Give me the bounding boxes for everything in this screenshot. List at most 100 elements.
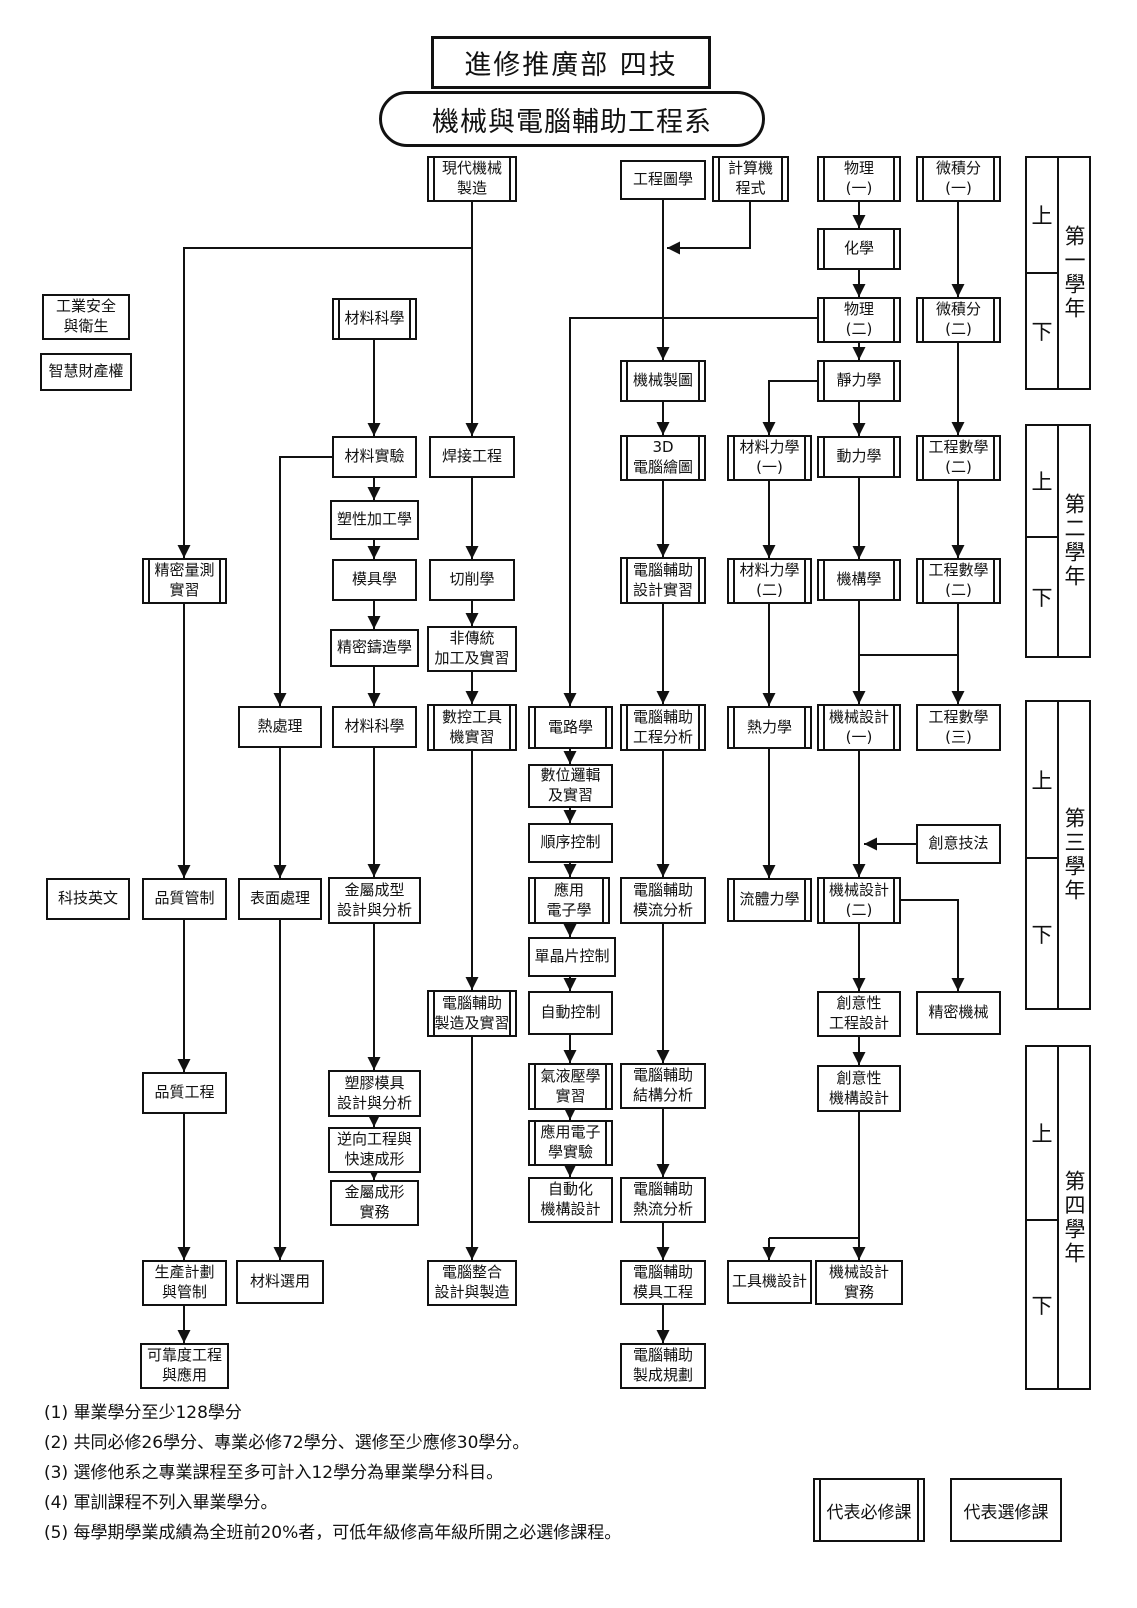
course-sequence-control: 順序控制 <box>528 823 613 863</box>
course-materials-science-2: 材料科學 <box>332 706 417 748</box>
course-applied-electronics-lab: 應用電子學實驗 <box>528 1120 613 1166</box>
legend-elective: 代表選修課 <box>950 1478 1062 1542</box>
edge <box>901 899 965 991</box>
course-creative-techniques: 創意技法 <box>916 824 1001 864</box>
course-ca-structural-analysis: 電腦輔助結構分析 <box>620 1063 706 1109</box>
department-name: 機械與電腦輔助工程系 <box>379 91 765 147</box>
course-quality-control: 品質管制 <box>142 878 227 920</box>
course-ca-moldflow: 電腦輔助模流分析 <box>620 877 706 924</box>
course-cutting: 切削學 <box>429 559 515 601</box>
course-surface-treatment: 表面處理 <box>238 878 322 920</box>
footnote-3: (3) 選修他系之專業課程至多可計入12學分為畢業學分科目。 <box>44 1463 504 1483</box>
edge <box>667 202 751 255</box>
year-band-2: 上下第二學年 <box>1025 424 1091 658</box>
course-non-traditional-machining: 非傳統加工及實習 <box>427 626 517 672</box>
footnote-2: (2) 共同必修26學分、專業必修72學分、選修至少應修30學分。 <box>44 1433 530 1453</box>
course-fluid-mechanics: 流體力學 <box>727 878 812 922</box>
footnote-5: (5) 每學期學業成績為全班前20%者，可低年級修高年級所開之必選修課程。 <box>44 1523 622 1543</box>
footnote-1: (1) 畢業學分至少128學分 <box>44 1403 242 1423</box>
edge <box>177 247 472 558</box>
course-mold-theory: 模具學 <box>332 559 417 601</box>
course-calculus-2: 微積分(二) <box>916 297 1001 343</box>
course-cnc-machine-practice: 數控工具機實習 <box>427 704 517 751</box>
course-intellectual-property: 智慧財產權 <box>40 353 132 391</box>
course-eng-math-3: 工程數學(三) <box>916 704 1001 751</box>
footnotes: (1) 畢業學分至少128學分 (2) 共同必修26學分、專業必修72學分、選修至… <box>44 1398 621 1548</box>
course-reliability-engineering: 可靠度工程與應用 <box>140 1343 229 1389</box>
year-band-3: 上下第三學年 <box>1025 700 1091 1010</box>
course-eng-math-2a: 工程數學(二) <box>916 435 1001 481</box>
semester-second-label: 下 <box>1031 320 1053 344</box>
course-materials-lab: 材料實驗 <box>332 436 417 478</box>
year-band-4: 上下 第四學年 <box>1025 1045 1091 1390</box>
course-welding: 焊接工程 <box>429 436 515 478</box>
course-mechanics-materials-1: 材料力學(一) <box>727 435 812 481</box>
course-statics: 靜力學 <box>817 360 901 402</box>
semester-second-label: 下 <box>1031 922 1053 947</box>
course-creative-mechanism-design: 創意性機構設計 <box>817 1065 901 1112</box>
course-mechanical-drawing: 機械製圖 <box>620 360 706 402</box>
semester-first-label: 上 <box>1027 702 1057 859</box>
year-band-1: 上下第一學年 <box>1025 156 1091 390</box>
course-cad-practice: 電腦輔助設計實習 <box>620 557 706 604</box>
year-label: 第一學年 <box>1062 225 1086 321</box>
year-label: 第四學年 <box>1062 1169 1086 1266</box>
course-computer-programming: 計算機程式 <box>712 156 789 202</box>
semester-first-label: 上 <box>1027 1047 1057 1221</box>
course-material-selection: 材料選用 <box>236 1260 324 1304</box>
course-plastic-mold-design: 塑膠模具設計與分析 <box>328 1070 421 1117</box>
course-circuits: 電路學 <box>528 706 613 749</box>
course-mechanisms: 機構學 <box>817 559 901 601</box>
semester-second-label: 下 <box>1031 1293 1053 1318</box>
course-metal-forming-design: 金屬成型設計與分析 <box>328 877 421 924</box>
legend-required: 代表必修課 <box>813 1478 925 1542</box>
course-automatic-control: 自動控制 <box>528 991 613 1035</box>
year-label: 第三學年 <box>1062 807 1086 903</box>
course-precision-measurement: 精密量測實習 <box>142 558 227 604</box>
course-thermodynamics: 熱力學 <box>727 706 812 749</box>
course-chemistry: 化學 <box>817 228 901 270</box>
course-mcu-control: 單晶片控制 <box>528 937 616 977</box>
course-mech-design-practice: 機械設計實務 <box>815 1260 903 1305</box>
course-modern-machining: 現代機械製造 <box>427 156 517 202</box>
course-physics-2: 物理(二) <box>817 297 901 343</box>
course-cae-analysis: 電腦輔助工程分析 <box>620 704 706 751</box>
course-creative-eng-design: 創意性工程設計 <box>817 991 901 1037</box>
course-production-planning: 生產計劃與管制 <box>142 1260 227 1306</box>
course-heat-treatment: 熱處理 <box>238 706 322 748</box>
course-engineering-drawing: 工程圖學 <box>620 160 706 200</box>
course-materials-science-1: 材料科學 <box>332 298 417 340</box>
course-machine-tool-design: 工具機設計 <box>727 1260 812 1304</box>
course-applied-electronics: 應用電子學 <box>528 877 610 924</box>
course-automated-mechanism-design: 自動化機構設計 <box>528 1177 613 1223</box>
edge <box>762 380 817 435</box>
semester-first-label: 上 <box>1027 158 1057 274</box>
course-precision-machinery: 精密機械 <box>916 991 1001 1035</box>
course-plastic-working: 塑性加工學 <box>330 500 419 540</box>
course-physics-1: 物理(一) <box>817 156 901 202</box>
course-mech-design-2: 機械設計(二) <box>817 877 901 924</box>
course-industrial-safety: 工業安全與衛生 <box>42 294 130 340</box>
semester-second-label: 下 <box>1031 586 1053 610</box>
course-dynamics: 動力學 <box>817 436 901 478</box>
course-ca-mold-engineering: 電腦輔助模具工程 <box>620 1260 706 1305</box>
course-quality-engineering: 品質工程 <box>142 1072 227 1114</box>
year-label: 第二學年 <box>1062 493 1086 589</box>
edge <box>273 456 332 706</box>
course-calculus-1: 微積分(一) <box>916 156 1001 202</box>
course-ca-process-planning: 電腦輔助製成規劃 <box>620 1343 706 1389</box>
course-mechanics-materials-2: 材料力學(二) <box>727 558 812 604</box>
course-digital-logic: 數位邏輯及實習 <box>528 764 613 808</box>
course-cim-design-mfg: 電腦整合設計與製造 <box>427 1260 517 1306</box>
course-reverse-engineering: 逆向工程與快速成形 <box>328 1127 421 1173</box>
semester-first-label: 上 <box>1027 426 1057 538</box>
course-precision-casting: 精密鑄造學 <box>330 629 419 667</box>
footnote-4: (4) 軍訓課程不列入畢業學分。 <box>44 1493 278 1513</box>
course-mech-design-1: 機械設計(一) <box>817 704 901 751</box>
page-title: 進修推廣部 四技 <box>431 36 711 89</box>
course-eng-math-2b: 工程數學(二) <box>916 558 1001 604</box>
course-ca-thermal-flow: 電腦輔助熱流分析 <box>620 1177 706 1223</box>
